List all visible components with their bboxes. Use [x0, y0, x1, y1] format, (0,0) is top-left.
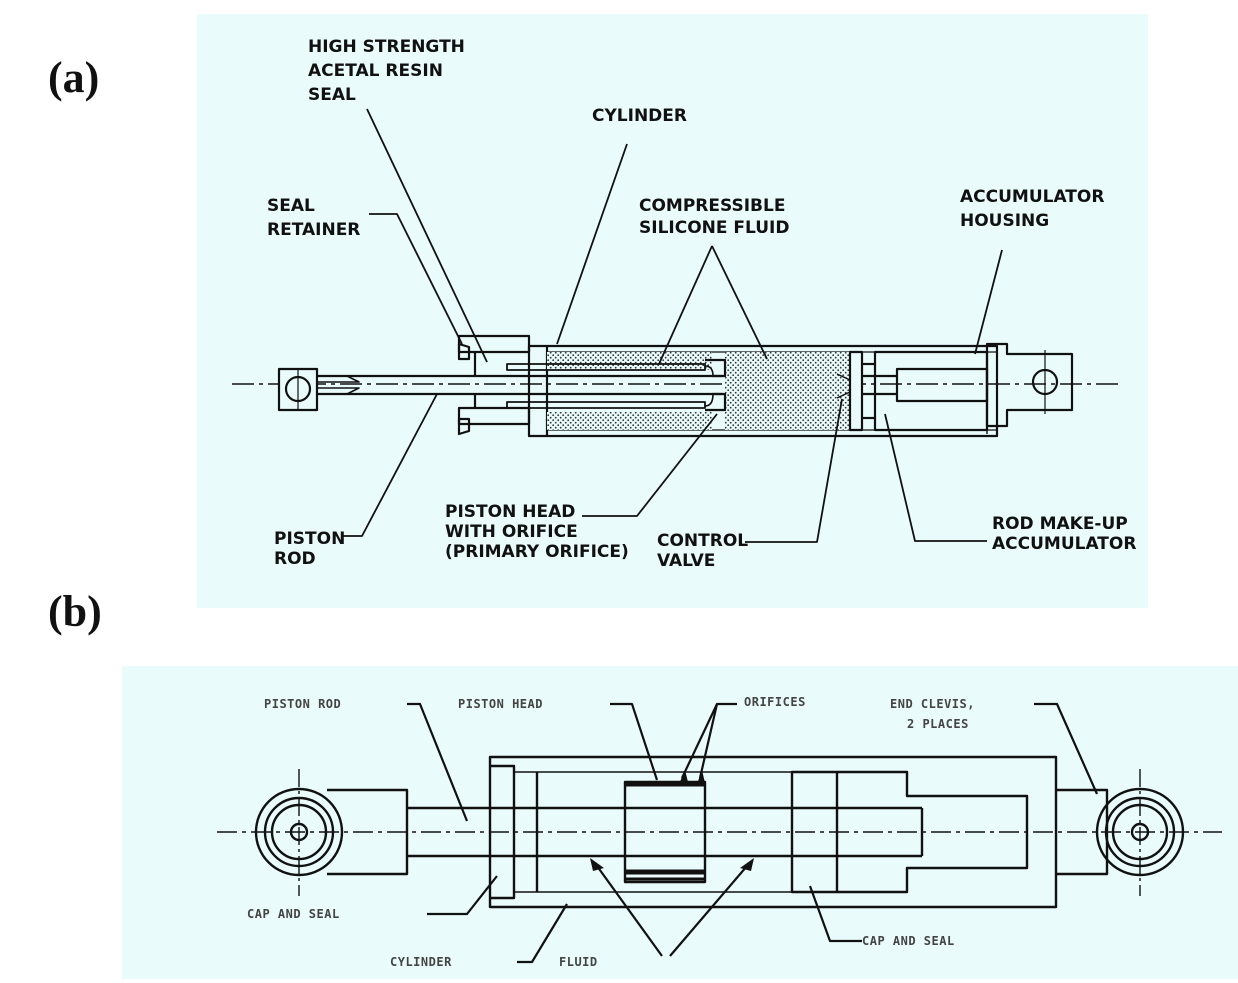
label-b-clevis-line2: 2 PLACES [907, 717, 969, 731]
label-b-cylinder: CYLINDER [390, 955, 452, 969]
clevis-left [254, 769, 409, 896]
label-fluid-line2: SILICONE FLUID [639, 218, 790, 238]
label-b-orifices: ORIFICES [744, 695, 806, 709]
leader-piston-head-b [610, 702, 659, 781]
rod-end-eye-right [985, 342, 1074, 434]
silicone-fluid [547, 352, 850, 430]
leader-cylinder [556, 143, 628, 345]
label-makeup-line2: ACCUMULATOR [992, 534, 1136, 554]
label-control-valve-line2: VALVE [657, 551, 715, 571]
label-b-piston-rod: PISTON ROD [264, 697, 341, 711]
rod-housing-b [837, 770, 1029, 894]
label-piston-head-line3: (PRIMARY ORIFICE) [445, 542, 629, 562]
leader-cap-seal-right [808, 885, 862, 943]
label-fluid-line1: COMPRESSIBLE [639, 196, 785, 216]
piston-head-b [623, 780, 707, 884]
control-valve [836, 350, 897, 432]
leader-clevis-b [1034, 702, 1099, 795]
label-accumulator-line2: HOUSING [960, 211, 1049, 231]
label-cylinder: CYLINDER [592, 106, 687, 126]
rod-end-eye-left [277, 367, 360, 412]
diagram-b-labels: PISTON ROD PISTON HEAD ORIFICES END CLEV… [247, 695, 975, 969]
leader-piston-rod-b [407, 702, 469, 822]
label-b-fluid: FLUID [559, 955, 598, 969]
panel-b-background [122, 666, 1238, 979]
seal-retainer [457, 334, 531, 436]
leader-retainer [369, 213, 463, 345]
label-seal-line3: SEAL [308, 85, 356, 105]
piston-rod [317, 374, 722, 396]
leader-cylinder-b [517, 903, 568, 964]
diagram-a-labels: HIGH STRENGTH ACETAL RESIN SEAL CYLINDER… [267, 37, 1136, 571]
leader-fluid-1 [658, 245, 713, 365]
diagram-b-svg: PISTON ROD PISTON HEAD ORIFICES END CLEV… [122, 666, 1238, 979]
label-control-valve-line1: CONTROL [657, 531, 748, 551]
inner-seal-tube [506, 363, 706, 409]
leader-seal [366, 108, 488, 363]
label-makeup-line1: ROD MAKE-UP [992, 514, 1128, 534]
label-piston-rod-line2: ROD [274, 549, 316, 569]
piston-head [704, 358, 727, 412]
label-piston-head-line1: PISTON HEAD [445, 502, 575, 522]
label-piston-rod-line1: PISTON [274, 529, 345, 549]
clevis-right [1056, 769, 1185, 896]
label-b-cap-seal-left: CAP AND SEAL [247, 907, 340, 921]
label-b-cap-seal-right: CAP AND SEAL [862, 934, 955, 948]
label-b-clevis-line1: END CLEVIS, [890, 697, 975, 711]
diagram-b-panel: PISTON ROD PISTON HEAD ORIFICES END CLEV… [122, 666, 1238, 979]
leader-arrowheads-b [590, 770, 754, 871]
leader-fluid-2 [711, 245, 768, 360]
leader-orifice-2 [698, 703, 719, 779]
panel-a-background [197, 14, 1148, 608]
leader-piston-head [582, 413, 718, 517]
leader-lines [342, 108, 1003, 543]
leader-accumulator [974, 249, 1003, 355]
leader-piston-rod [342, 393, 438, 537]
leader-lines-b [407, 702, 1099, 964]
leader-cap-seal-left [427, 875, 498, 916]
leader-fluid-2-b [669, 865, 748, 957]
label-seal-line1: HIGH STRENGTH [308, 37, 465, 57]
cap-seal-right-b [790, 770, 839, 894]
label-retainer-line2: RETAINER [267, 220, 360, 240]
leader-control-valve [745, 398, 843, 543]
leader-fluid-1-b [596, 865, 663, 957]
panel-a-label: (a) [48, 53, 100, 102]
label-retainer-line1: SEAL [267, 196, 315, 216]
label-seal-line2: ACETAL RESIN [308, 61, 443, 81]
label-b-piston-head: PISTON HEAD [458, 697, 543, 711]
leader-makeup [884, 413, 987, 542]
diagram-a-svg: HIGH STRENGTH ACETAL RESIN SEAL CYLINDER… [197, 14, 1148, 608]
label-accumulator-line1: ACCUMULATOR [960, 187, 1104, 207]
label-piston-head-line2: WITH ORIFICE [445, 522, 578, 542]
panel-b-label: (b) [48, 587, 102, 636]
diagram-a-panel: HIGH STRENGTH ACETAL RESIN SEAL CYLINDER… [197, 14, 1148, 608]
